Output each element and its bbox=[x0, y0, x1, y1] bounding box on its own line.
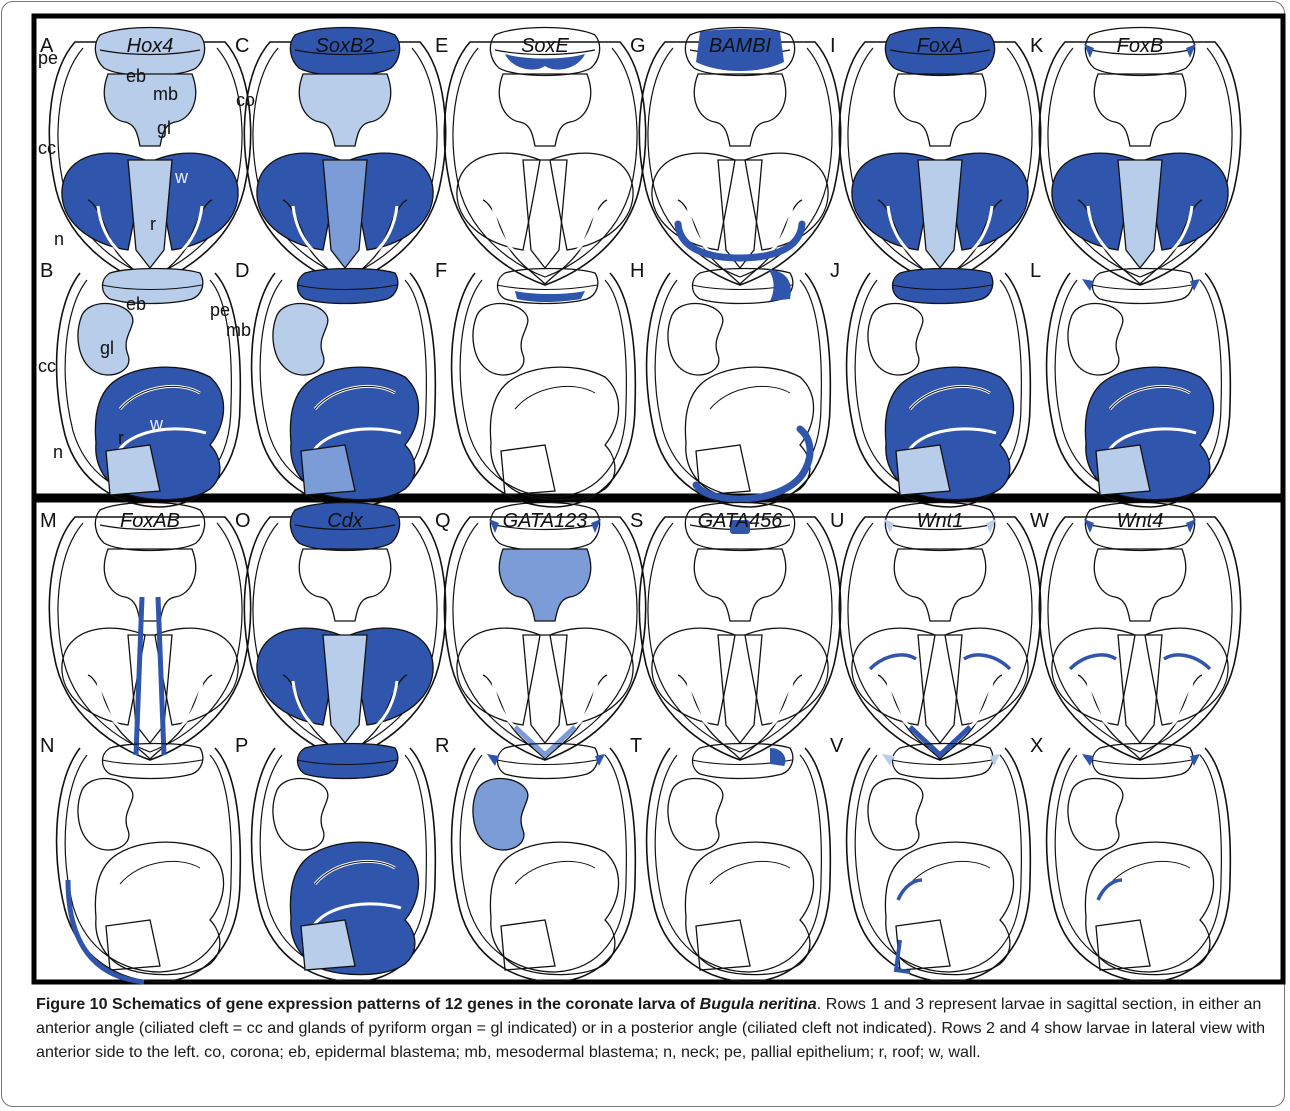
larva-panel-j bbox=[847, 269, 1031, 508]
gene-label-a: Hox4 bbox=[70, 35, 230, 58]
larva-panel-a bbox=[49, 28, 250, 286]
panel-letter-i: I bbox=[830, 35, 836, 58]
larva-panel-i bbox=[839, 28, 1040, 286]
larva-panel-u bbox=[839, 503, 1040, 761]
anno-b-gl: gl bbox=[100, 338, 114, 359]
panel-letter-f: F bbox=[435, 260, 447, 283]
caption-figure-label: Figure 10 Schematics of gene expression … bbox=[36, 995, 700, 1013]
gene-label-o: Cdx bbox=[265, 510, 425, 533]
panel-letter-b: B bbox=[40, 260, 53, 283]
anno-b-r: r bbox=[118, 428, 124, 449]
anno-a-gl: gl bbox=[157, 118, 171, 139]
gene-label-k: FoxB bbox=[1060, 35, 1220, 58]
gene-label-c: SoxB2 bbox=[265, 35, 425, 58]
gene-label-i: FoxA bbox=[860, 35, 1020, 58]
panel-letter-r: R bbox=[435, 735, 449, 758]
larva-panel-g bbox=[639, 28, 840, 286]
caption-species: Bugula neritina bbox=[700, 995, 817, 1013]
larva-panel-o bbox=[244, 503, 445, 761]
gene-label-q: GATA123 bbox=[465, 510, 625, 533]
larva-panel-e bbox=[444, 28, 645, 286]
larva-panel-p bbox=[252, 744, 436, 983]
panel-letter-l: L bbox=[1030, 260, 1041, 283]
panel-letter-h: H bbox=[630, 260, 644, 283]
panel-letter-j: J bbox=[830, 260, 840, 283]
panel-letter-t: T bbox=[630, 735, 642, 758]
panel-letter-s: S bbox=[630, 510, 643, 533]
anno-b-n: n bbox=[53, 442, 63, 463]
bottom-panel-frame bbox=[34, 500, 1283, 982]
panel-letter-u: U bbox=[830, 510, 844, 533]
larva-panel-m bbox=[49, 503, 250, 761]
anno-a-eb: eb bbox=[126, 66, 146, 87]
anno-a-mb: mb bbox=[153, 84, 178, 105]
panel-letter-k: K bbox=[1030, 35, 1043, 58]
larva-panel-q bbox=[444, 503, 645, 761]
larva-panel-l bbox=[1047, 269, 1231, 508]
gene-label-w: Wnt4 bbox=[1060, 510, 1220, 533]
panel-letter-g: G bbox=[630, 35, 646, 58]
anno-b-pe: pe bbox=[210, 300, 230, 321]
larva-panel-n bbox=[57, 744, 241, 983]
figure-illustration bbox=[0, 0, 1290, 990]
anno-b-eb: eb bbox=[126, 294, 146, 315]
larva-panel-h bbox=[647, 269, 831, 508]
gene-label-s: GATA456 bbox=[660, 510, 820, 533]
anno-a-co: co bbox=[236, 90, 255, 111]
larva-panel-s bbox=[639, 503, 840, 761]
panel-letter-p: P bbox=[235, 735, 248, 758]
larva-panel-c bbox=[244, 28, 445, 286]
gene-label-m: FoxAB bbox=[70, 510, 230, 533]
figure-caption: Figure 10 Schematics of gene expression … bbox=[36, 992, 1281, 1064]
panel-letter-x: X bbox=[1030, 735, 1043, 758]
anno-b-cc: cc bbox=[38, 356, 56, 377]
panel-letter-d: D bbox=[235, 260, 249, 283]
panel-letter-w: W bbox=[1030, 510, 1049, 533]
anno-a-cc: cc bbox=[38, 138, 56, 159]
larva-panel-r bbox=[452, 744, 636, 983]
anno-a-r: r bbox=[150, 214, 156, 235]
panel-letter-v: V bbox=[830, 735, 843, 758]
larva-panel-w bbox=[1039, 503, 1240, 761]
larva-panel-d bbox=[252, 269, 436, 508]
larva-panel-k bbox=[1039, 28, 1240, 286]
anno-a-pe: pe bbox=[38, 48, 58, 69]
panel-letter-m: M bbox=[40, 510, 57, 533]
anno-a-n: n bbox=[54, 229, 64, 250]
panel-letter-e: E bbox=[435, 35, 448, 58]
larva-panel-t bbox=[647, 744, 831, 983]
gene-label-e: SoxE bbox=[465, 35, 625, 58]
panel-letter-o: O bbox=[235, 510, 251, 533]
panel-letter-q: Q bbox=[435, 510, 451, 533]
larva-panel-v bbox=[847, 744, 1031, 983]
larva-panel-f bbox=[452, 269, 636, 508]
panel-letter-c: C bbox=[235, 35, 249, 58]
gene-label-g: BAMBI bbox=[660, 35, 820, 58]
gene-label-u: Wnt1 bbox=[860, 510, 1020, 533]
anno-b-w: w bbox=[150, 414, 163, 435]
larva-panel-x bbox=[1047, 744, 1231, 983]
anno-b-mb: mb bbox=[226, 320, 251, 341]
panel-letter-n: N bbox=[40, 735, 54, 758]
anno-a-w: w bbox=[175, 167, 188, 188]
